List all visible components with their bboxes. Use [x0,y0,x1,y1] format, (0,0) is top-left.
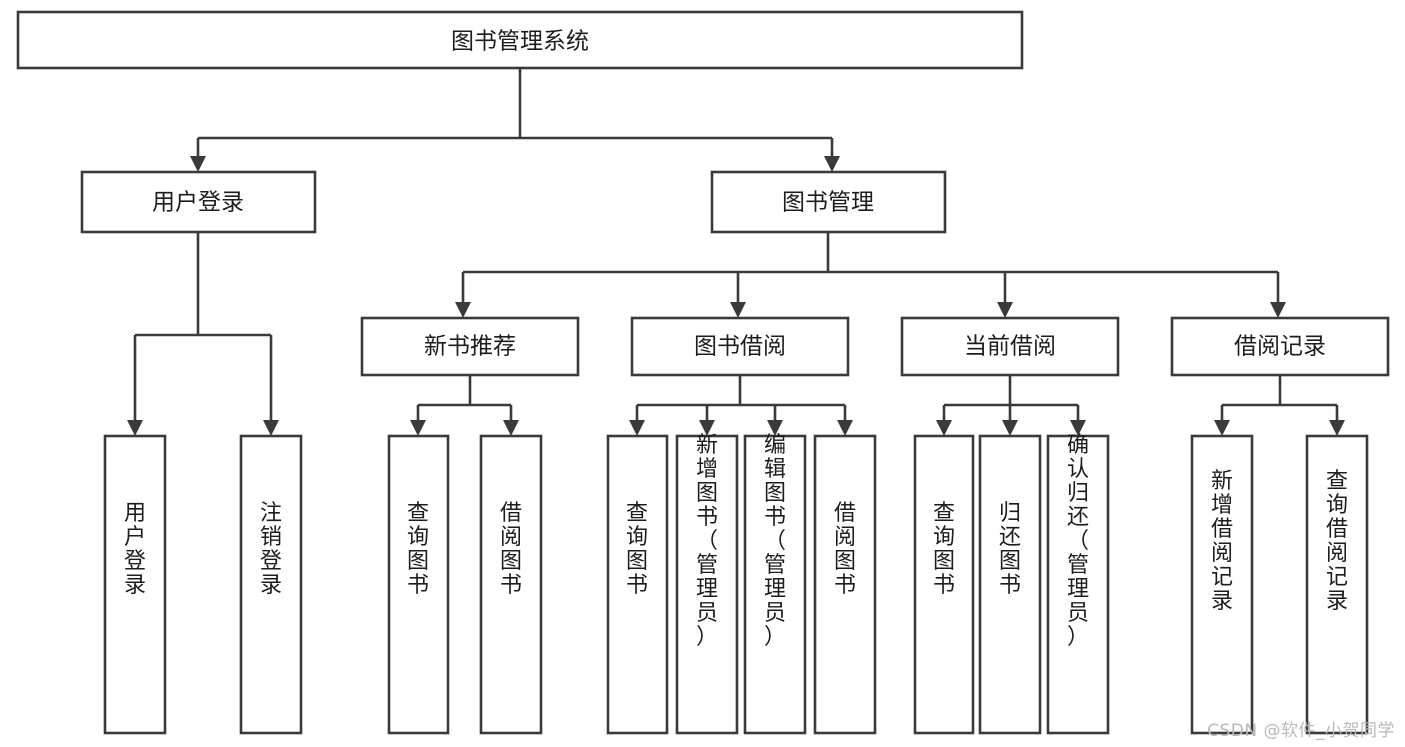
node-book-borrow-box[interactable] [630,316,850,377]
node-new-book-recommend[interactable]: 新书推荐 [360,316,580,377]
node-leaf-query-record-label: 查询借阅记录 [1326,469,1348,614]
arrow-bb-leaf-1 [629,420,645,436]
node-book-management[interactable]: 图书管理 [710,170,947,234]
node-leaf-borrow-book-2-label: 借阅图书 [834,501,856,598]
node-leaf-user-login-label: 用户登录 [124,501,146,598]
node-leaf-query-record[interactable]: 查询借阅记录 [1305,434,1369,735]
node-book-borrow[interactable]: 图书借阅 [630,316,850,377]
node-book-borrow-label: 图书借阅 [694,334,786,360]
arrow-nbr-leaf-1 [410,420,426,436]
node-leaf-borrow-book-2[interactable]: 借阅图书 [813,434,877,735]
arrow-br-leaf-1 [1214,420,1230,436]
node-leaf-edit-book[interactable]: 编辑图书（管理员） [743,433,807,735]
node-leaf-logout-login-box[interactable] [239,434,303,735]
arrow-br-leaf-2 [1329,420,1345,436]
node-root-label: 图书管理系统 [451,29,589,55]
node-leaf-add-book[interactable]: 新增图书（管理员） [675,433,739,735]
node-leaf-edit-book-box[interactable] [743,434,807,735]
node-leaf-query-book-1[interactable]: 查询图书 [387,434,450,735]
node-leaf-return-book-label: 归还图书 [999,501,1021,598]
node-current-borrow-label: 当前借阅 [964,334,1056,360]
node-user-login-label: 用户登录 [152,190,244,216]
node-borrow-record-label: 借阅记录 [1234,334,1326,360]
arrow-bm-to-current-borrow [997,302,1013,318]
node-root-box[interactable] [16,10,1024,70]
node-leaf-confirm-return-box[interactable] [1046,434,1110,735]
node-leaf-borrow-book-1-label: 借阅图书 [500,501,522,598]
node-leaf-add-record[interactable]: 新增借阅记录 [1190,434,1254,735]
arrow-bm-to-borrow-record [1270,302,1286,318]
csdn-watermark: CSDN @软件_小贺同学 [1207,721,1395,741]
node-leaf-borrow-book-1[interactable]: 借阅图书 [479,434,543,735]
node-leaf-user-login-box[interactable] [103,434,167,735]
node-leaf-query-book-3-label: 查询图书 [933,501,955,598]
connector-layer [127,68,1345,436]
arrow-cb-leaf-3 [1070,420,1086,436]
node-user-login[interactable]: 用户登录 [80,170,317,234]
arrow-cb-leaf-1 [936,420,952,436]
node-book-management-box[interactable] [710,170,947,234]
arrow-root-to-book-management [824,156,840,172]
arrow-bm-to-book-borrow [730,302,746,318]
node-leaf-query-book-1-label: 查询图书 [407,501,429,598]
node-leaf-add-book-label: 新增图书（管理员） [696,433,718,650]
node-leaf-query-book-2-label: 查询图书 [626,501,648,598]
node-leaf-query-book-3-box[interactable] [913,434,975,735]
node-borrow-record-box[interactable] [1170,316,1390,377]
node-leaf-confirm-return-label: 确认归还（管理员） [1067,433,1089,650]
arrow-user-login-leaf-1 [127,420,143,436]
node-leaf-add-book-box[interactable] [675,434,739,735]
node-leaf-add-record-label: 新增借阅记录 [1211,469,1233,614]
node-user-login-box[interactable] [80,170,317,234]
arrow-root-to-user-login [190,156,206,172]
node-leaf-confirm-return[interactable]: 确认归还（管理员） [1046,433,1110,735]
node-leaf-user-login[interactable]: 用户登录 [103,434,167,735]
node-new-book-recommend-label: 新书推荐 [424,334,516,360]
arrow-bb-leaf-3 [767,420,783,436]
node-root[interactable]: 图书管理系统 [16,10,1024,70]
node-leaf-logout-login-label: 注销登录 [260,501,282,598]
node-leaf-borrow-book-1-box[interactable] [479,434,543,735]
node-new-book-recommend-box[interactable] [360,316,580,377]
node-leaf-return-book[interactable]: 归还图书 [978,434,1042,735]
node-leaf-borrow-book-2-box[interactable] [813,434,877,735]
arrow-bb-leaf-2 [699,420,715,436]
node-leaf-query-book-2-box[interactable] [606,434,669,735]
node-leaf-query-book-2[interactable]: 查询图书 [606,434,669,735]
node-leaf-query-book-1-box[interactable] [387,434,450,735]
node-leaf-add-record-box[interactable] [1190,434,1254,735]
arrow-cb-leaf-2 [1002,420,1018,436]
node-current-borrow-box[interactable] [900,316,1120,377]
node-leaf-return-book-box[interactable] [978,434,1042,735]
node-book-management-label: 图书管理 [782,190,874,216]
node-leaf-query-book-3[interactable]: 查询图书 [913,434,975,735]
arrow-bb-leaf-4 [837,420,853,436]
node-leaf-logout-login[interactable]: 注销登录 [239,434,303,735]
arrow-nbr-leaf-2 [503,420,519,436]
node-leaf-query-record-box[interactable] [1305,434,1369,735]
arrow-user-login-leaf-2 [263,420,279,436]
node-borrow-record[interactable]: 借阅记录 [1170,316,1390,377]
arrow-bm-to-new-book-recommend [455,302,471,318]
node-current-borrow[interactable]: 当前借阅 [900,316,1120,377]
node-leaf-edit-book-label: 编辑图书（管理员） [764,433,786,650]
